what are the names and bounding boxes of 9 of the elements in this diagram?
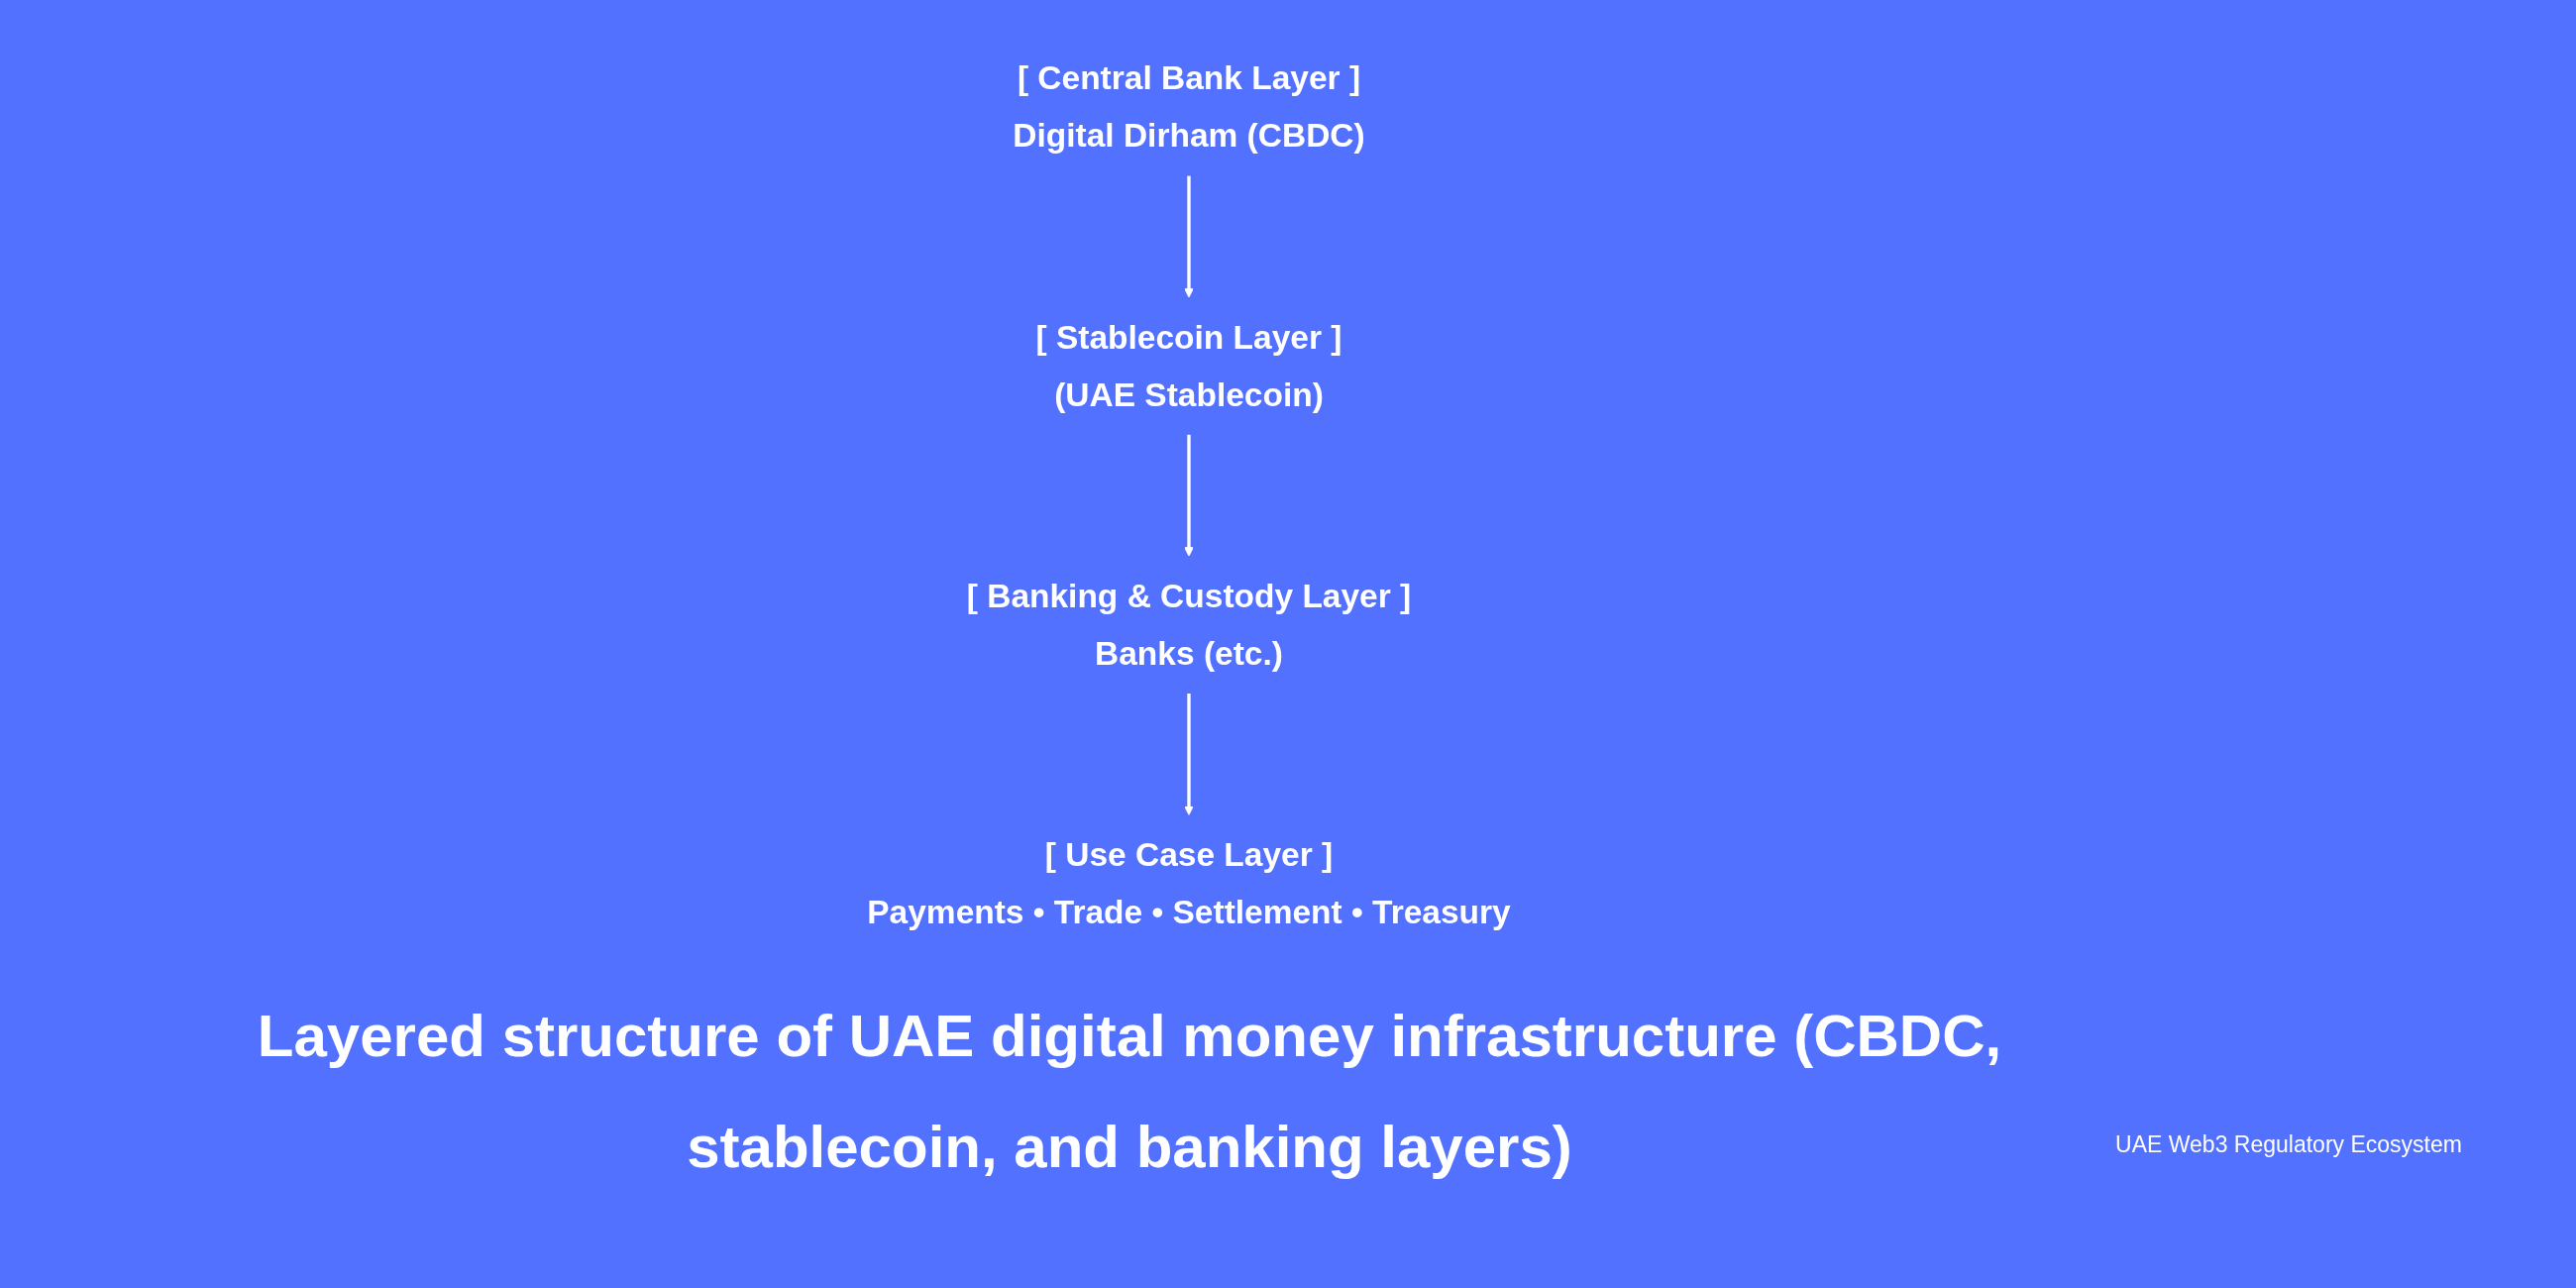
caption: Layered structure of UAE digital money infrastructure (CBDC, stablecoin, and banking layers) xyxy=(256,1002,2003,1182)
node-text: [ Banking & Custody Layer ] Banks (etc.) xyxy=(966,577,1412,672)
node-text: [ Use Case Layer ] Payments • Trade • Settlement • Treasury xyxy=(867,835,1511,930)
note-text: UAE Web3 Regulatory Ecosystem xyxy=(2114,1130,2463,1159)
arrow xyxy=(1184,175,1194,298)
arrow xyxy=(1184,693,1194,816)
node-text: [ Central Bank Layer ] Digital Dirham (CBDC) xyxy=(1013,59,1365,155)
arrow xyxy=(1184,434,1194,557)
node-text: [ Stablecoin Layer ] (UAE Stablecoin) xyxy=(1035,318,1342,413)
